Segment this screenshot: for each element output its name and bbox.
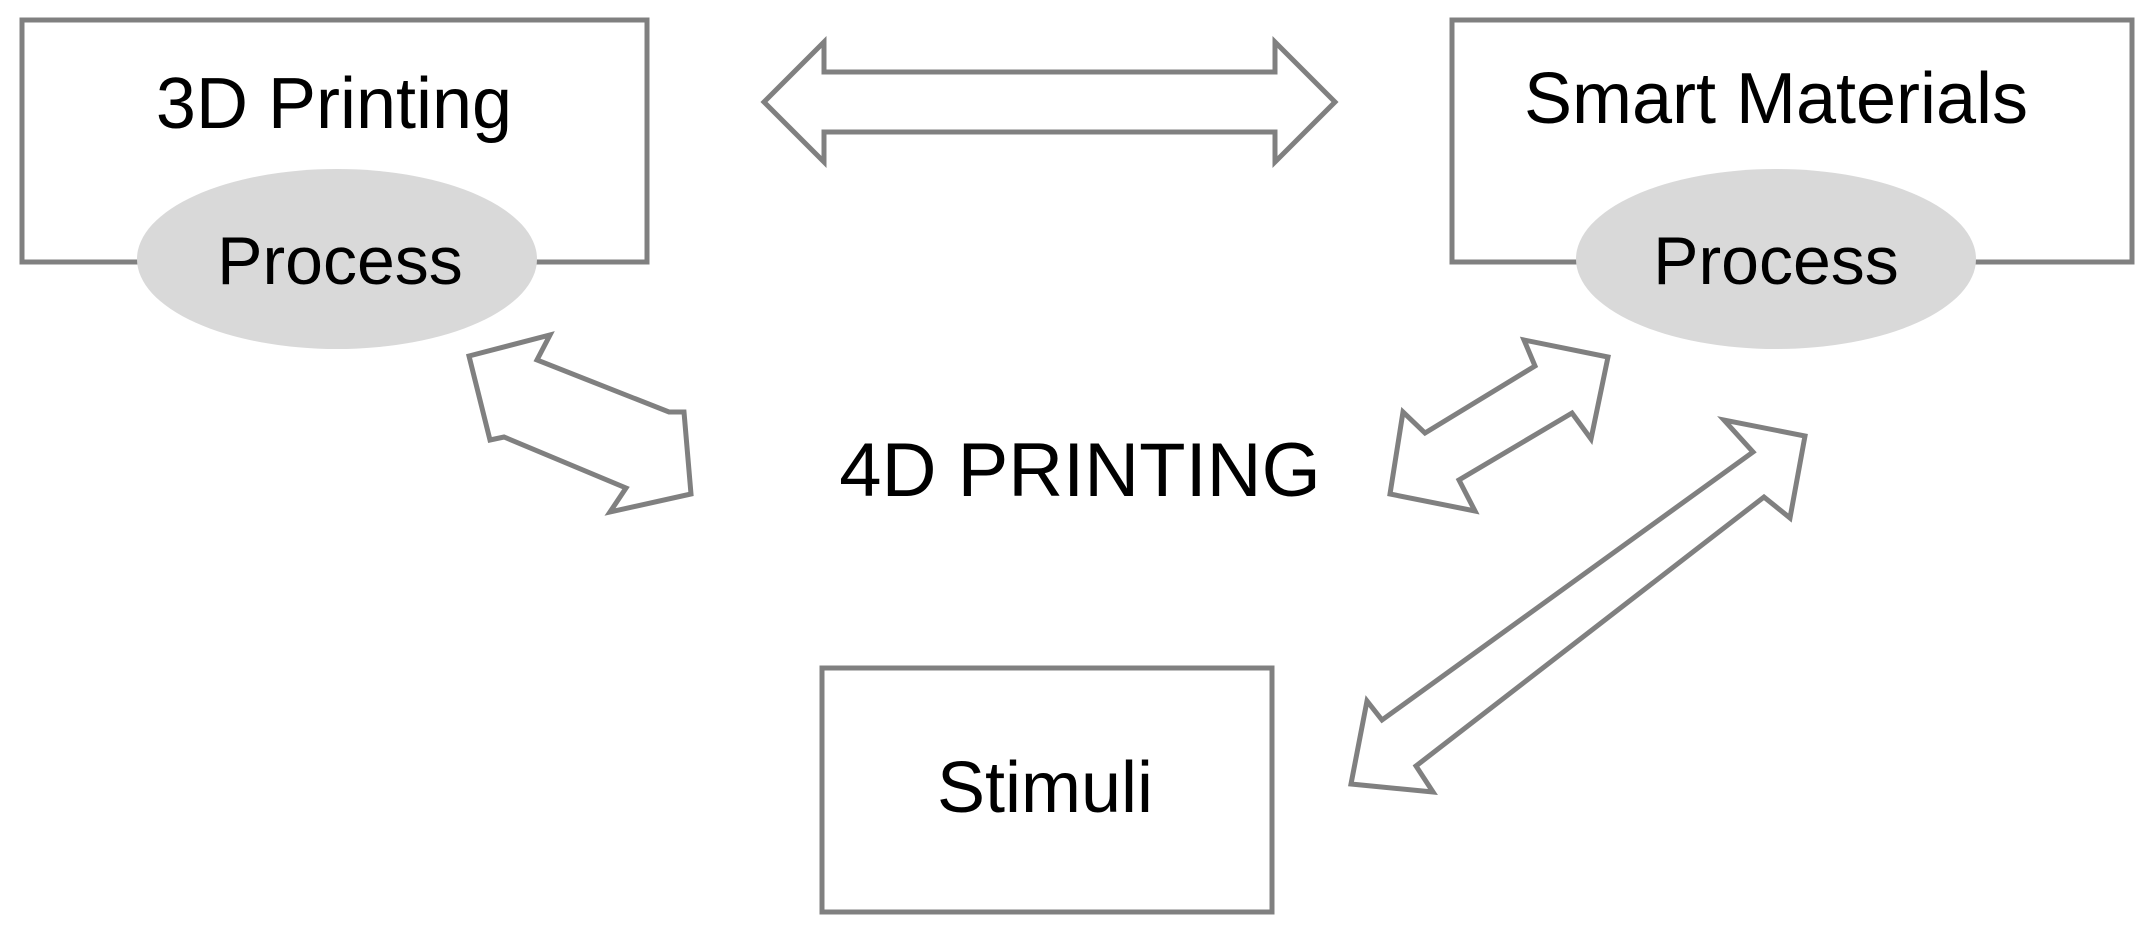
node-smart-materials-process-ellipse xyxy=(1576,169,1976,349)
node-3d-printing-process-ellipse xyxy=(137,169,537,349)
node-smart-materials: Smart Materials Process xyxy=(1449,17,2135,349)
node-smart-materials-box xyxy=(1449,17,2135,265)
node-3d-printing-process-label: Process xyxy=(217,223,463,299)
node-smart-materials-title: Smart Materials xyxy=(1524,59,2028,139)
node-3d-printing-box xyxy=(19,17,650,265)
node-stimuli-title: Stimuli xyxy=(937,748,1153,828)
node-3d-printing-title: 3D Printing xyxy=(156,64,512,144)
node-smart-materials-process-label: Process xyxy=(1653,223,1899,299)
node-stimuli: Stimuli xyxy=(819,665,1275,915)
center-title: 4D PRINTING xyxy=(839,428,1320,513)
node-stimuli-box xyxy=(819,665,1275,915)
arrow-smart-materials-stimuli xyxy=(1348,416,1808,795)
arrow-smart-materials-4d-printing xyxy=(1387,336,1611,515)
arrow-3d-printing-4d-printing xyxy=(465,331,694,516)
node-3d-printing: 3D Printing Process xyxy=(19,17,650,349)
arrow-3d-printing-smart-materials xyxy=(760,35,1339,169)
